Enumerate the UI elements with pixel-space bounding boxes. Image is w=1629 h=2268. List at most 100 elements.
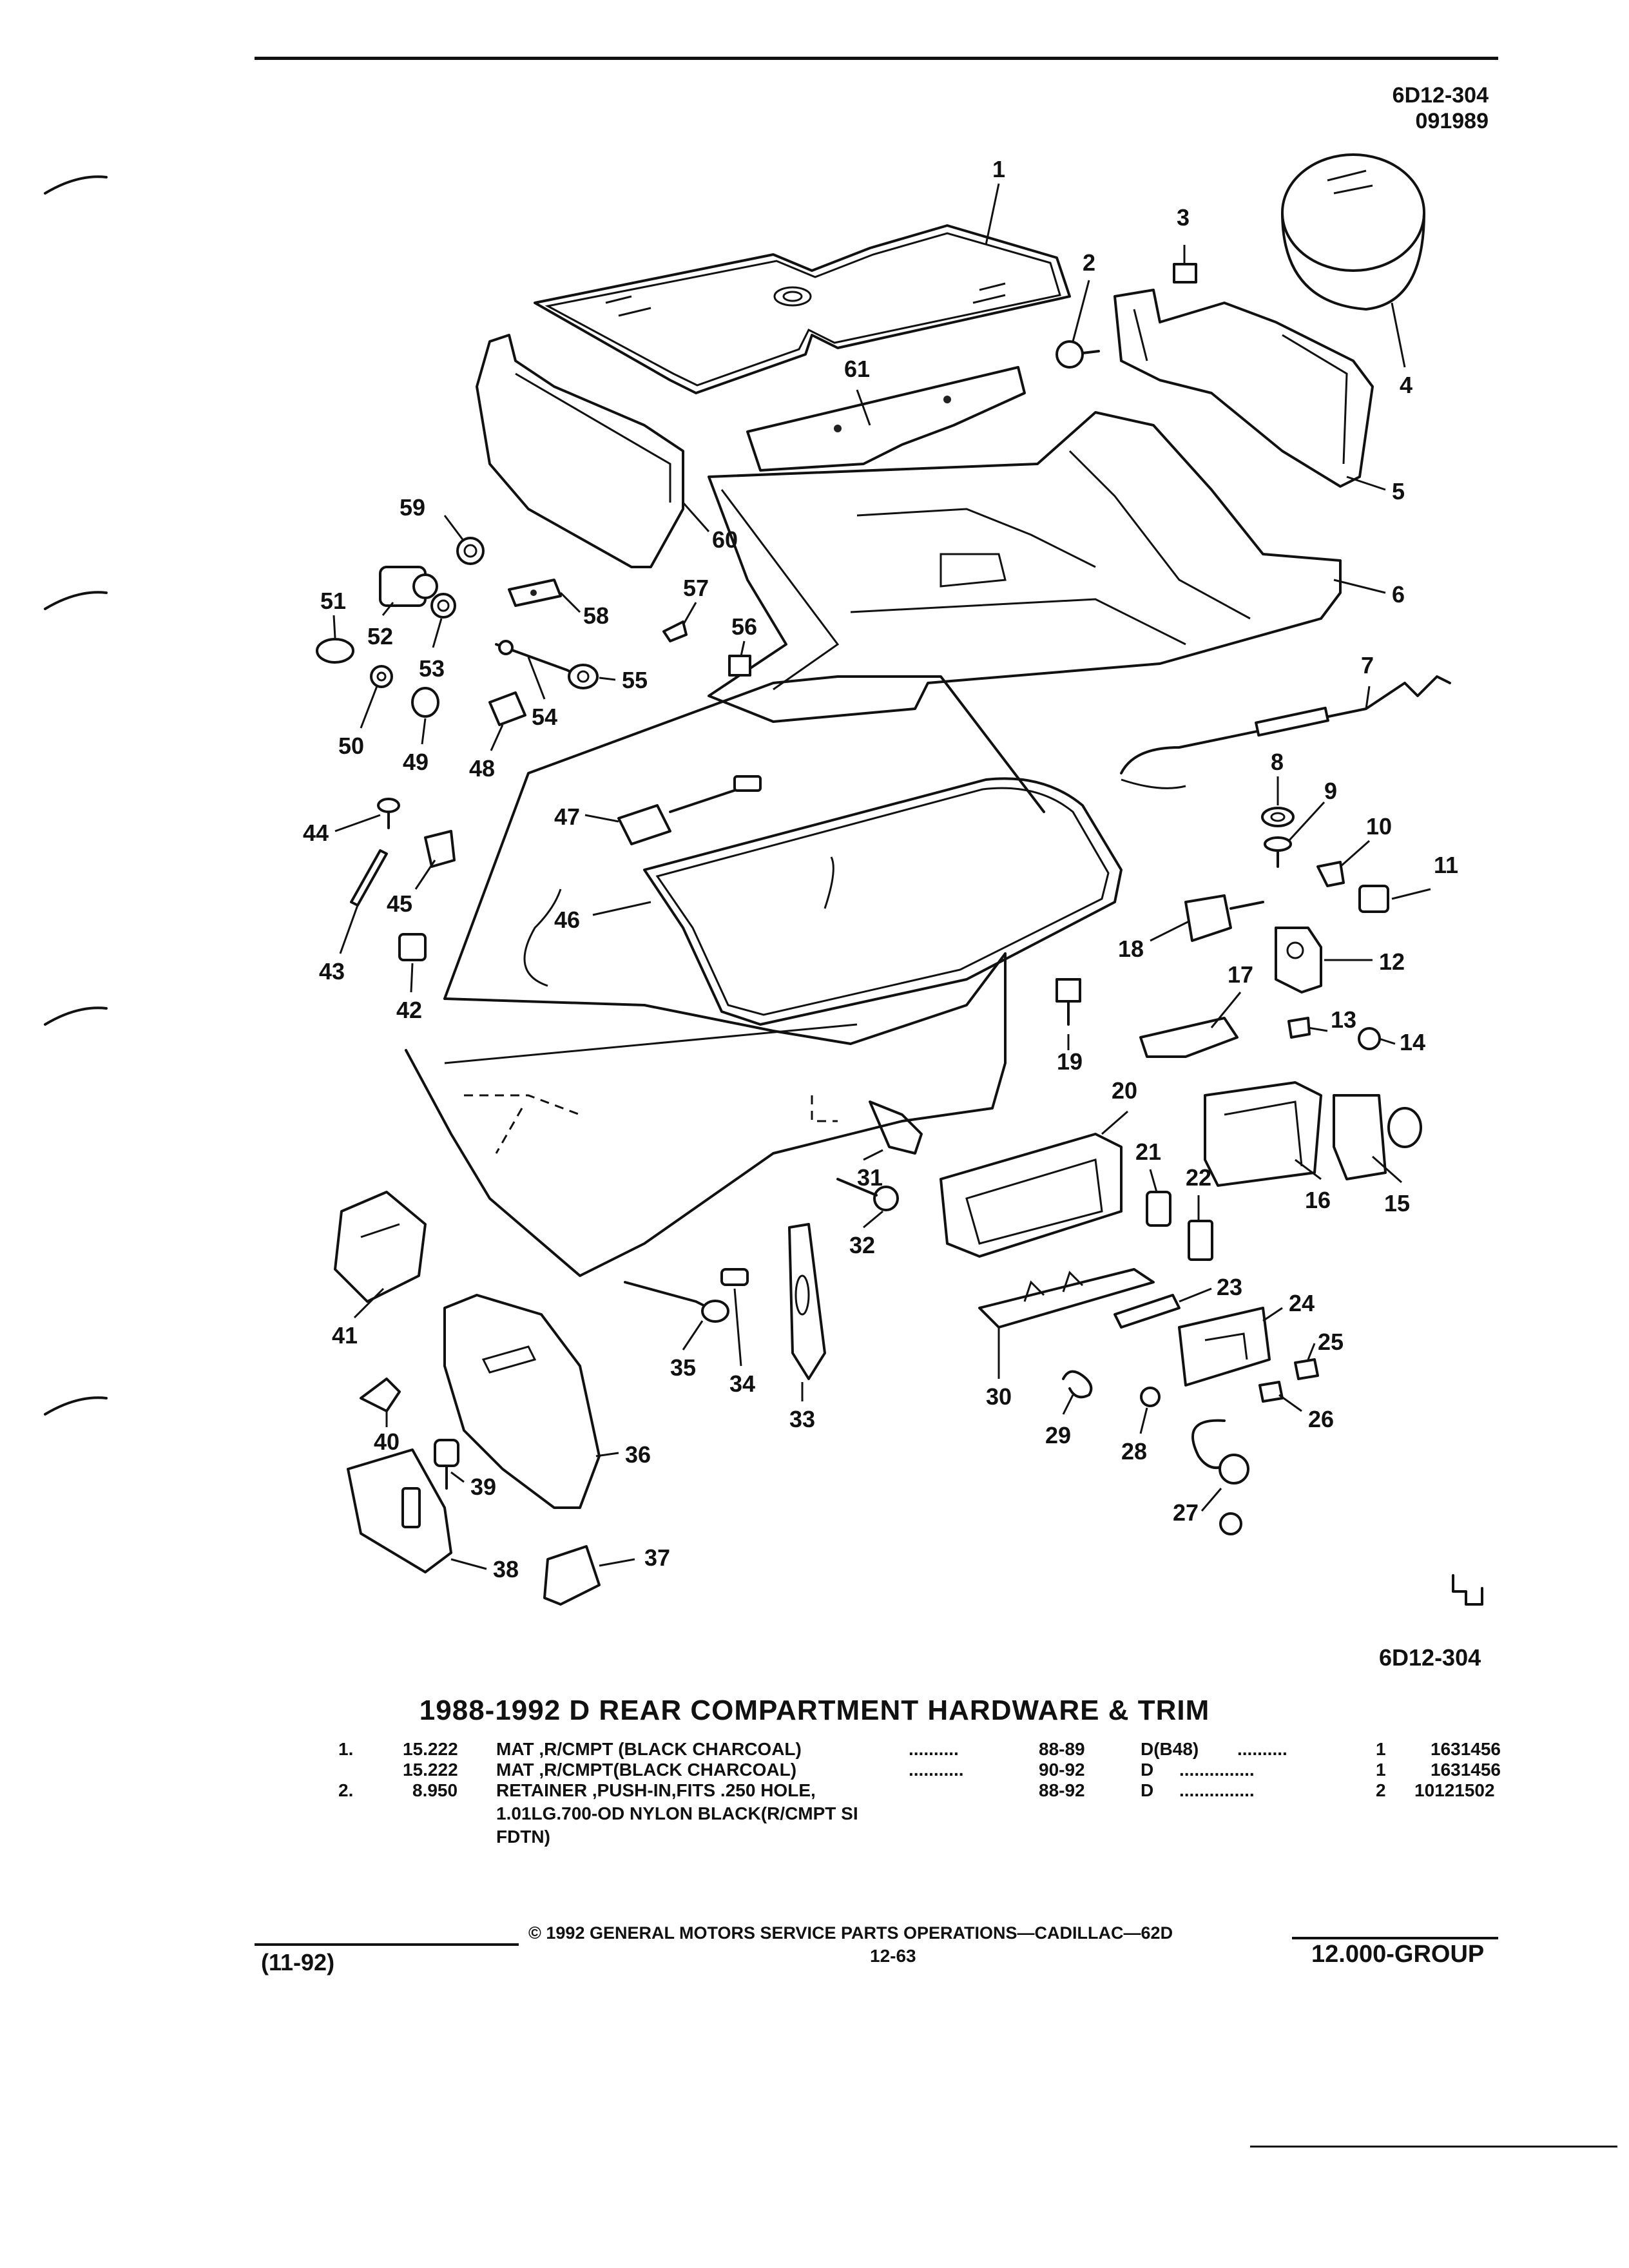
- part-17-handle: [1139, 1017, 1239, 1058]
- callout-61: 61: [844, 356, 870, 382]
- part-48-bracket: [488, 691, 526, 726]
- ref-number: 15.222: [403, 1760, 458, 1780]
- callout-29: 29: [1045, 1422, 1071, 1448]
- callout-12: 12: [1379, 948, 1405, 975]
- part-24-latch-plate: [1178, 1307, 1271, 1387]
- callout-54: 54: [532, 704, 557, 730]
- part-47-cable: [617, 775, 762, 845]
- diagram-code: 6D12-304: [1392, 83, 1489, 108]
- part-21-lamp: [1146, 1191, 1171, 1227]
- callout-40: 40: [374, 1428, 400, 1455]
- callout-36: 36: [625, 1441, 651, 1468]
- part-55-nut: [568, 664, 599, 689]
- callout-49: 49: [403, 749, 429, 775]
- years: 90-92: [1039, 1760, 1085, 1780]
- callout-26: 26: [1308, 1406, 1334, 1432]
- callout-59: 59: [400, 494, 425, 521]
- callout-35: 35: [670, 1354, 696, 1381]
- callout-34: 34: [729, 1370, 755, 1397]
- part-14-nut: [1358, 1027, 1381, 1050]
- dot-leader: ..........: [909, 1739, 959, 1759]
- years: 88-89: [1039, 1739, 1085, 1759]
- part-37-bracket: [543, 1545, 601, 1606]
- years: 88-92: [1039, 1780, 1085, 1800]
- dot-leader: ...........: [909, 1760, 964, 1780]
- table-row-continuation: FDTN): [496, 1827, 550, 1847]
- part-20-trim-housing: [940, 1133, 1123, 1258]
- callout-28: 28: [1121, 1438, 1147, 1465]
- part-18-switch: [1184, 894, 1264, 942]
- part-number: 1631456: [1431, 1739, 1501, 1759]
- part-29-spring: [1062, 1370, 1093, 1399]
- callout-numbers: 1 2 3 4 5 6 7 8 9 10 11 12 13 14 15 16 1…: [303, 156, 1458, 1582]
- callout-23: 23: [1217, 1274, 1242, 1300]
- model: D: [1141, 1760, 1154, 1780]
- part-23-striker: [1113, 1294, 1181, 1329]
- part-38-lock-assembly: [347, 1448, 452, 1573]
- callout-4: 4: [1400, 372, 1412, 398]
- callout-43: 43: [319, 958, 345, 985]
- part-36-side-cover: [443, 1294, 601, 1509]
- callout-38: 38: [493, 1556, 519, 1582]
- footer-rule-left: [255, 1943, 519, 1946]
- part-58-plate: [508, 579, 562, 607]
- item-number: 1.: [338, 1739, 354, 1759]
- part-51-cap: [316, 638, 354, 664]
- callout-21: 21: [1135, 1139, 1161, 1165]
- callout-48: 48: [469, 755, 495, 782]
- callout-58: 58: [583, 602, 609, 629]
- callout-8: 8: [1271, 749, 1284, 775]
- callout-6: 6: [1392, 581, 1405, 608]
- part-34-connector: [720, 1268, 749, 1286]
- item-number: 2.: [338, 1780, 354, 1800]
- callout-14: 14: [1400, 1029, 1425, 1055]
- part-56-clip: [728, 655, 751, 677]
- callout-44: 44: [303, 820, 329, 846]
- part-3-clip: [1173, 263, 1197, 284]
- part-50-washer: [370, 665, 393, 688]
- part-7-rod: [1120, 675, 1451, 789]
- callout-20: 20: [1112, 1077, 1137, 1104]
- part-30-bracket-rail: [978, 1268, 1155, 1329]
- part-15-lock-housing: [1333, 1094, 1422, 1180]
- description-continuation: FDTN): [496, 1827, 550, 1847]
- part-11-clip: [1358, 885, 1389, 913]
- group-label: 12.000-GROUP: [1311, 1941, 1485, 1968]
- description: RETAINER ,PUSH-IN,FITS .250 HOLE,: [496, 1780, 816, 1800]
- callout-15: 15: [1384, 1190, 1410, 1216]
- part-28-bulb: [1140, 1387, 1161, 1407]
- part-13-bolt: [1287, 1017, 1311, 1039]
- callout-7: 7: [1361, 652, 1374, 678]
- part-16-handle-housing: [1204, 1081, 1322, 1187]
- callout-5: 5: [1392, 478, 1405, 505]
- page-title: 1988-1992 D REAR COMPARTMENT HARDWARE & …: [419, 1695, 1210, 1726]
- part-22-lens: [1188, 1220, 1213, 1261]
- callout-22: 22: [1186, 1164, 1211, 1191]
- part-53-ring: [430, 593, 456, 619]
- part-40-plug: [360, 1378, 401, 1412]
- header-code: 6D12-304 091989: [1289, 82, 1489, 134]
- callout-45: 45: [387, 890, 412, 917]
- rear-body: [405, 675, 1045, 1277]
- callout-2: 2: [1083, 249, 1095, 276]
- model: D: [1141, 1780, 1154, 1800]
- part-45-bumper: [424, 830, 456, 868]
- top-rule: [255, 57, 1498, 60]
- description: MAT ,R/CMPT (BLACK CHARCOAL): [496, 1739, 802, 1759]
- part-49-bushing: [411, 687, 439, 718]
- copyright-line: © 1992 GENERAL MOTORS SERVICE PARTS OPER…: [528, 1923, 1173, 1943]
- description-continuation: 1.01LG.700-OD NYLON BLACK(R/CMPT SI: [496, 1803, 858, 1823]
- callout-56: 56: [731, 613, 757, 640]
- quantity: 1: [1376, 1739, 1386, 1759]
- part-5-side-trim: [1113, 289, 1374, 488]
- callout-17: 17: [1228, 961, 1253, 988]
- part-44-screw: [377, 798, 400, 829]
- ref-number: 8.950: [412, 1780, 458, 1800]
- callout-33: 33: [789, 1406, 815, 1432]
- dot-leader: ..........: [1237, 1739, 1287, 1759]
- quantity: 2: [1376, 1780, 1386, 1800]
- callout-30: 30: [986, 1383, 1012, 1410]
- part-number: 10121502: [1414, 1780, 1495, 1800]
- revision-date: (11-92): [261, 1949, 335, 1975]
- callout-10: 10: [1366, 813, 1392, 840]
